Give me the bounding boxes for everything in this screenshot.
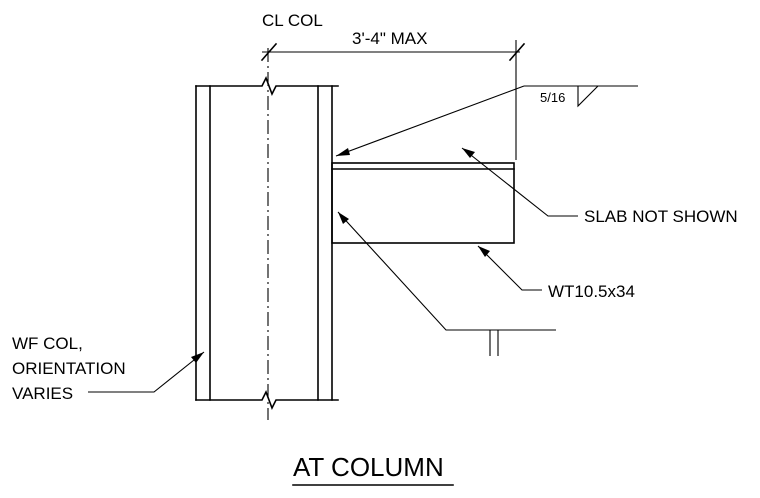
column-note-line-1: WF COL, bbox=[12, 334, 83, 353]
dimension-label: 3'-4" MAX bbox=[352, 29, 427, 48]
slab-note-label: SLAB NOT SHOWN bbox=[584, 207, 738, 226]
column-note-line-2: ORIENTATION bbox=[12, 359, 126, 378]
wf-column bbox=[195, 76, 339, 410]
dimension-line bbox=[260, 40, 526, 160]
detail-title: AT COLUMN bbox=[293, 452, 444, 482]
centerline-label: CL COL bbox=[262, 11, 323, 30]
deck-leader bbox=[337, 211, 556, 356]
wt-section bbox=[331, 162, 515, 244]
tee-leader bbox=[477, 245, 542, 291]
weld-size-label: 5/16 bbox=[540, 90, 565, 105]
weld-symbol bbox=[335, 85, 638, 157]
slab-leader bbox=[461, 147, 578, 217]
tee-section-label: WT10.5x34 bbox=[548, 282, 635, 301]
column-note-line-3: VARIES bbox=[12, 384, 73, 403]
column-leader bbox=[88, 351, 205, 393]
